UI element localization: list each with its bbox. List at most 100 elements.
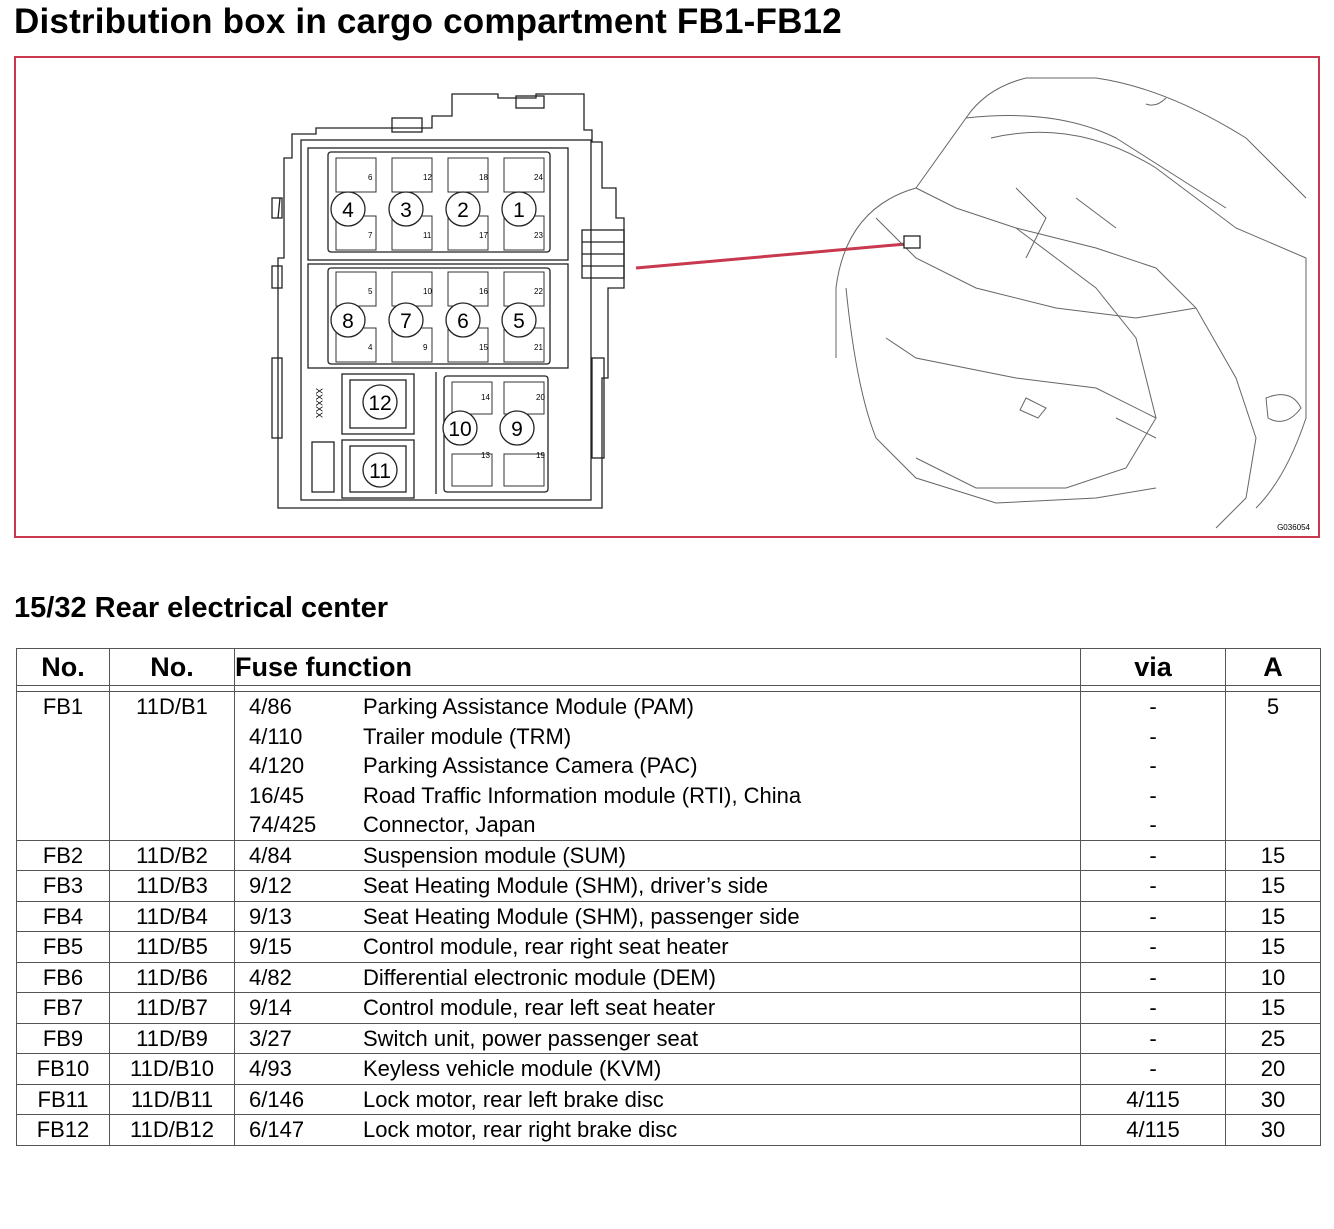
via-text: - <box>1149 873 1157 898</box>
via-cell: - <box>1080 840 1226 871</box>
fuse-position-cell: 11D/B7 <box>109 992 235 1024</box>
fuse-number: 1 <box>513 199 525 222</box>
fuse-table: No. No. Fuse function via A FB1 11D/B1 4/8… <box>16 648 1321 1146</box>
via-text: - <box>1149 723 1157 749</box>
via-cell: - <box>1080 1053 1226 1085</box>
pos-label: 19 <box>536 451 545 460</box>
fuse-number: 4 <box>342 199 354 222</box>
component-code: 4/120 <box>249 753 305 778</box>
fuse-number-text: FB1 <box>42 694 84 719</box>
pos-label: 15 <box>479 343 488 352</box>
fuse-number: 11 <box>369 460 391 483</box>
amperage-text: 15 <box>1260 903 1286 929</box>
xxxxx-marking: XXXXX <box>314 388 324 418</box>
amperage-text: 15 <box>1260 842 1286 868</box>
function-line: 4/82 Differential electronic module (DEM) <box>235 963 1080 993</box>
car-cargo-drawing <box>835 77 1307 529</box>
fuse-circle-6: 6 <box>445 302 481 338</box>
small-position-labels: 6 12 18 24 7 11 17 23 5 10 16 22 4 9 15 … <box>368 173 545 460</box>
header-no: No. <box>16 648 110 686</box>
fuse-box-location-marker <box>903 235 921 249</box>
fuse-number-cell: FB10 <box>16 1053 110 1085</box>
amperage-text: 5 <box>1266 694 1280 719</box>
pos-label: 22 <box>534 287 543 296</box>
via-cell: - <box>1080 931 1226 963</box>
header-no2: No. <box>109 648 235 686</box>
via-cell: - <box>1080 901 1226 932</box>
function-line: 4/120 Parking Assistance Camera (PAC) <box>235 751 1080 781</box>
fuse-position-text: 11D/B12 <box>130 1117 214 1142</box>
fuse-circle-1: 1 <box>501 191 537 227</box>
component-description: Connector, Japan <box>363 812 536 837</box>
fuse-number: 2 <box>457 199 469 222</box>
pointer-line <box>635 242 907 270</box>
table-header-row: No. No. Fuse function via A <box>16 648 1321 686</box>
amperage-text: 30 <box>1260 1086 1286 1112</box>
pos-label: 24 <box>534 173 543 182</box>
fuse-number: 9 <box>511 418 523 441</box>
via-cell: - <box>1080 1023 1226 1054</box>
component-description: Switch unit, power passenger seat <box>363 1025 699 1051</box>
amperage-cell: 15 <box>1225 901 1321 932</box>
amperage-cell: 15 <box>1225 840 1321 871</box>
pos-label: 9 <box>423 343 428 352</box>
fuse-circle-5: 5 <box>501 302 537 338</box>
component-code: 9/14 <box>249 995 292 1020</box>
pos-label: 13 <box>481 451 490 460</box>
fuse-number-cell: FB9 <box>16 1023 110 1054</box>
component-description: Parking Assistance Camera (PAC) <box>363 753 698 778</box>
fuse-position-cell: 11D/B2 <box>109 840 235 871</box>
fuse-number: 8 <box>342 310 354 333</box>
component-description: Differential electronic module (DEM) <box>363 964 716 990</box>
via-text: - <box>1149 694 1157 719</box>
amperage-cell: 10 <box>1225 962 1321 993</box>
fuse-number-text: FB12 <box>36 1117 90 1142</box>
pos-label: 23 <box>534 231 543 240</box>
fuse-circle-12: 12 <box>362 384 398 420</box>
fuse-circle-7: 7 <box>388 302 424 338</box>
amperage-cell: 5 <box>1225 691 1321 841</box>
fuse-number: 10 <box>448 418 471 441</box>
header-via: via <box>1080 648 1226 686</box>
fuse-position-text: 11D/B2 <box>136 842 208 868</box>
fuse-position-cell: 11D/B1 <box>109 691 235 841</box>
component-description: Trailer module (TRM) <box>363 723 572 749</box>
amperage-cell: 15 <box>1225 992 1321 1024</box>
amperage-cell: 15 <box>1225 870 1321 902</box>
component-description: Keyless vehicle module (KVM) <box>363 1056 662 1081</box>
figure-code: G036054 <box>1277 523 1310 532</box>
via-text: - <box>1149 1025 1157 1051</box>
via-text: - <box>1149 753 1157 778</box>
fuse-position-cell: 11D/B6 <box>109 962 235 993</box>
fuse-position-text: 11D/B1 <box>136 694 208 719</box>
amperage-cell: 20 <box>1225 1053 1321 1085</box>
amperage-text: 15 <box>1260 873 1286 898</box>
amperage-text: 30 <box>1260 1117 1286 1142</box>
via-cell: 4/115 <box>1080 1084 1226 1115</box>
fuse-box-figure: XXXXX 6 12 18 24 7 11 17 23 5 10 16 22 4… <box>14 56 1320 538</box>
fuse-number-cell: FB6 <box>16 962 110 993</box>
component-description: Control module, rear right seat heater <box>363 934 729 959</box>
fuse-position-cell: 11D/B3 <box>109 870 235 902</box>
component-description: Suspension module (SUM) <box>363 842 626 868</box>
amperage-cell: 30 <box>1225 1084 1321 1115</box>
component-code: 4/82 <box>249 964 292 990</box>
fuse-number-text: FB10 <box>36 1056 90 1081</box>
amperage-text: 25 <box>1260 1025 1286 1051</box>
